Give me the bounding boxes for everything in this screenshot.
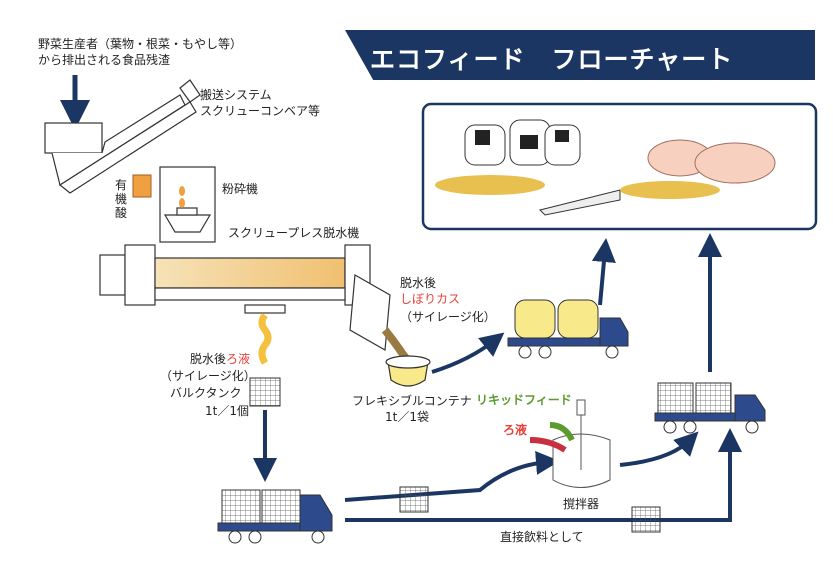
title-banner — [345, 30, 815, 80]
conveyor-label-line2: スクリューコンベア等 — [200, 104, 321, 118]
source-label-line1: 野菜生産者（葉物・根菜・もやし等） — [38, 37, 243, 51]
screw-press-label: スクリュープレス脱水機 — [228, 226, 360, 240]
flow-arrows — [253, 233, 742, 522]
filtrate-input-arrow — [529, 437, 567, 453]
filtrate-label: 脱水後ろ液 — [190, 352, 250, 367]
mixer-label: 撹拌器 — [563, 497, 600, 511]
liquid-feed-label: リキッドフィード — [476, 393, 572, 407]
truck-bulk-tanks-bottom — [217, 489, 333, 544]
crusher — [159, 166, 216, 243]
liquid-feed-arrow — [549, 422, 575, 442]
filtrate-input-label: ろ液 — [503, 423, 528, 437]
direct-feed-label: 直接飲料として — [500, 530, 584, 544]
acid-drop — [179, 198, 185, 208]
acid-drop — [179, 186, 185, 196]
organic-acid-label: 有機酸 — [115, 178, 128, 220]
pigs-illustration — [620, 139, 776, 199]
bulk-tank-unit: 1t／1個 — [205, 404, 249, 418]
filtrate-label-prefix: 脱水後 — [190, 352, 227, 366]
filtrate-label-note: （サイレージ化） — [160, 369, 256, 383]
truck-flex-containers — [507, 299, 629, 359]
cake-label-note: （サイレージ化） — [400, 310, 496, 324]
truck-bulk-tanks-top — [654, 382, 766, 434]
filtrate-flow — [258, 312, 272, 365]
page-title: エコフィード フローチャート — [370, 45, 734, 74]
flexible-container — [385, 355, 431, 387]
tank-in-transit-icon — [399, 486, 429, 513]
organic-acid-tank — [132, 174, 152, 198]
flex-container-label: フレキシブルコンテナ — [352, 394, 472, 408]
cows-illustration — [435, 119, 621, 216]
cake-label-prefix: 脱水後 — [400, 276, 437, 290]
tank-in-transit-icon — [631, 506, 661, 533]
bulk-tank-label: バルクタンク — [170, 386, 242, 400]
screw-press — [99, 244, 391, 351]
filtrate-label-highlight: ろ液 — [226, 352, 251, 366]
crusher-label: 粉砕機 — [222, 182, 259, 196]
conveyor-label-line1: 搬送システム — [200, 88, 272, 102]
screw-conveyor — [44, 79, 201, 194]
cake-label-highlight: しぼりカス — [400, 292, 461, 306]
bulk-tank-icon — [249, 377, 281, 407]
mixer-tank — [552, 399, 611, 488]
source-label-line2: から排出される食品残渣 — [38, 53, 171, 67]
flex-container-unit: 1t／1袋 — [385, 410, 429, 424]
